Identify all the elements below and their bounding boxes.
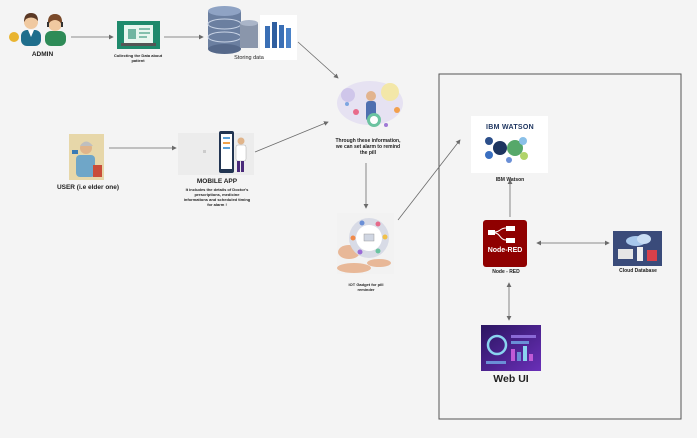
iot-gadget-label: IOT Gadget for pill reminder	[348, 282, 384, 292]
elderly-user-image	[69, 134, 104, 180]
user-label: USER (i.e elder one)	[56, 184, 120, 191]
admin-people-icon	[9, 13, 66, 46]
cloud-database-image	[613, 231, 662, 266]
mobile-app-image	[178, 131, 254, 175]
node-red-logo-text: Node-RED	[487, 247, 523, 254]
cloud-database-label: Cloud Database	[619, 268, 657, 274]
collect-data-label: Collecting the Data about patient	[113, 53, 163, 63]
database-storage-icon	[207, 6, 297, 60]
arrow-mobile-to-reminder	[254, 121, 329, 153]
mobile-app-label: MOBILE APP	[196, 178, 238, 185]
pill-gadget-image	[337, 213, 394, 274]
mobile-app-description: It includes the details of Doctor's pres…	[183, 187, 251, 207]
flow-arrows	[71, 34, 610, 321]
node-red-label: Node - RED	[492, 269, 520, 275]
cloud-boundary-box	[438, 73, 682, 420]
arrow-storing-to-reminder	[297, 41, 339, 79]
web-ui-label: Web UI	[493, 373, 529, 385]
reminder-illustration	[337, 81, 403, 127]
reminder-label: Through these information, we can set al…	[335, 138, 401, 156]
ibm-watson-logo	[471, 116, 548, 173]
web-ui-dashboard-image	[481, 325, 541, 371]
ibm-watson-logo-text: IBM WATSON	[486, 124, 534, 131]
ibm-watson-label: IBM Watson	[495, 177, 525, 183]
laptop-data-icon	[117, 21, 160, 49]
node-red-logo	[483, 220, 527, 267]
storing-data-label: Storing data	[234, 55, 264, 61]
arrow-iot-to-watson	[397, 139, 461, 221]
admin-label: ADMIN	[31, 51, 54, 58]
